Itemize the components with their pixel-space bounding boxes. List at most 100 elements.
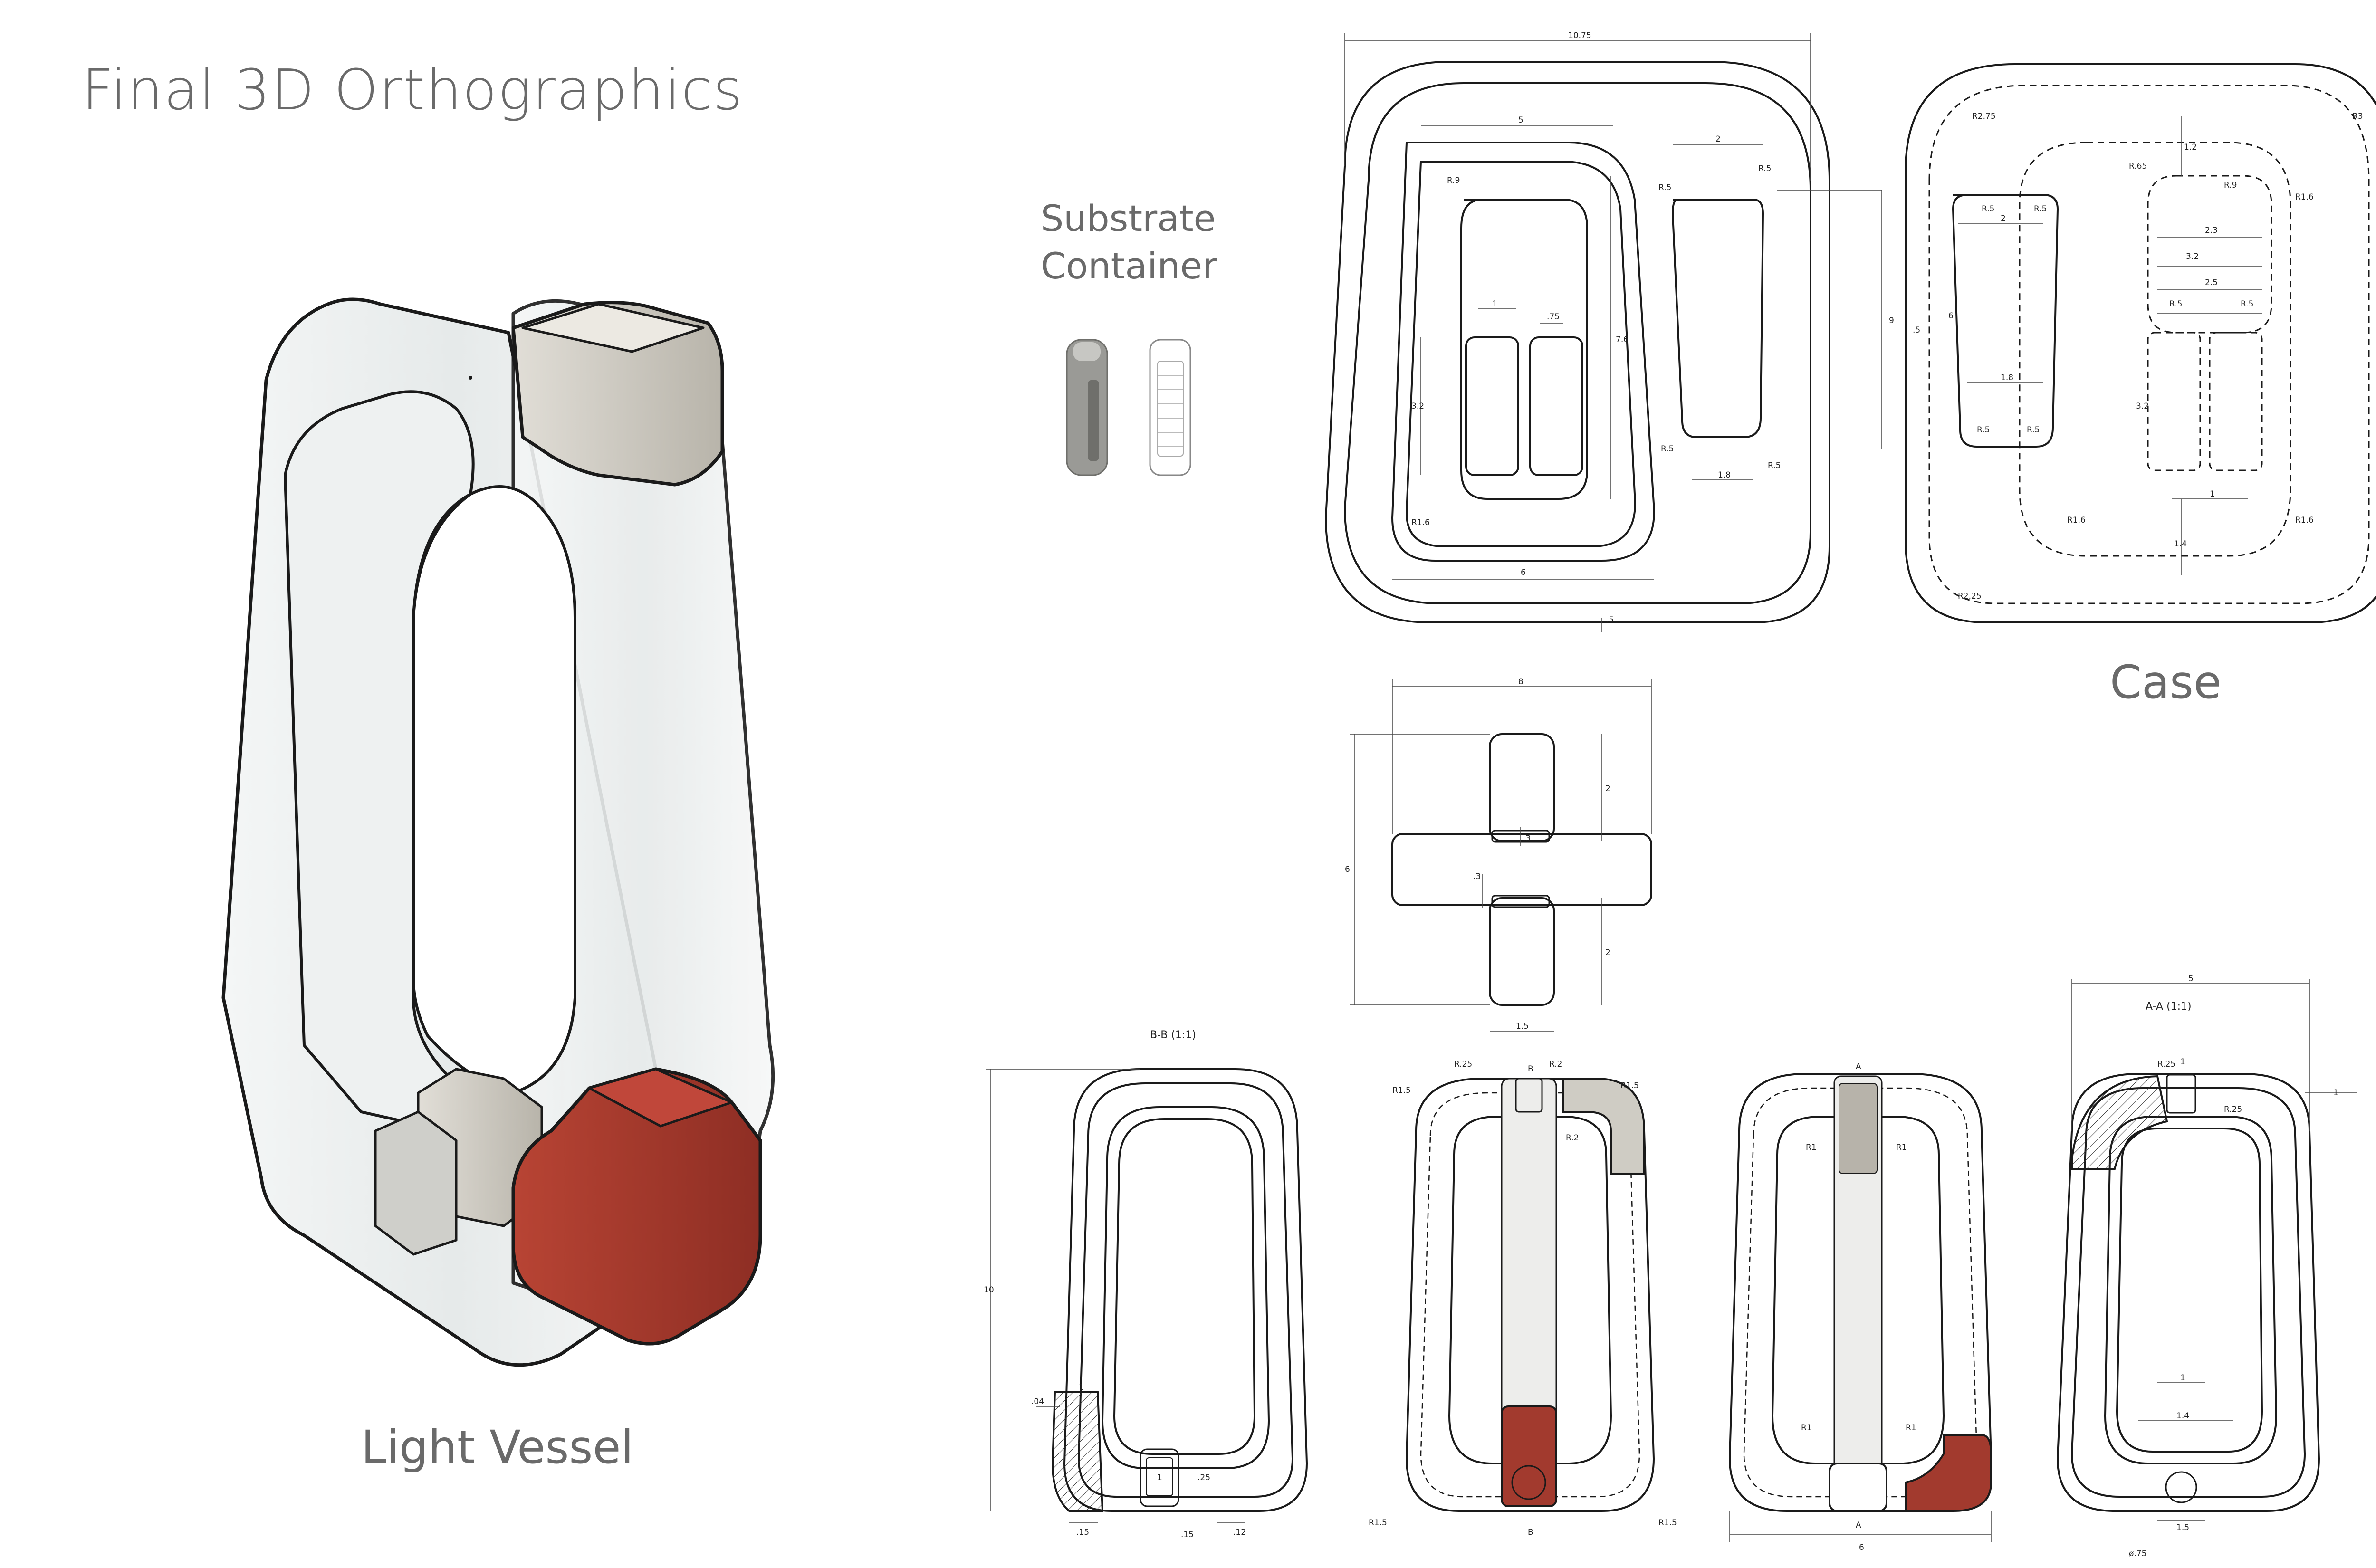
- dim-label: R.9: [2224, 181, 2237, 190]
- dim-label: R3: [2352, 112, 2363, 121]
- dim-label: 1: [2210, 489, 2215, 499]
- dim-label: 1.5: [1516, 1022, 1529, 1031]
- dim-label: R.65: [2129, 162, 2147, 171]
- view-b: [1405, 1078, 1655, 1512]
- dim-label: 3.2: [2186, 252, 2199, 261]
- dim-label: .15: [1076, 1528, 1089, 1537]
- case-top-view: [1324, 61, 1830, 623]
- dim-label: 10: [984, 1285, 994, 1295]
- view-a-dims: [1729, 1511, 1992, 1542]
- dim-label: R1: [1806, 1143, 1817, 1152]
- case-right-dims: [1910, 116, 2262, 575]
- dim-label: .3: [1523, 834, 1531, 843]
- case-top-dim-labels: 10.75 5 2 9 1 .75 7.6 3.2 R.9 R.5 R.5 R.…: [1411, 31, 1894, 625]
- dim-label: R.5: [1661, 444, 1674, 454]
- dim-label: 1.8: [1718, 470, 1731, 480]
- dim-label: R.5: [1758, 164, 1771, 173]
- dim-label: R.5: [2034, 204, 2047, 214]
- dim-label: .5: [1606, 615, 1614, 625]
- view-a: [1728, 1073, 1993, 1512]
- dim-label: 1: [2333, 1088, 2338, 1098]
- section-bb-dims: [986, 1069, 1245, 1523]
- dim-label: 1: [1157, 1473, 1162, 1482]
- section-aa-view: [2056, 1073, 2320, 1512]
- section-bb-view: [1051, 1068, 1308, 1512]
- dim-label: 2: [2001, 214, 2006, 223]
- section-bb-title: B-B (1:1): [1150, 1029, 1196, 1041]
- dim-label: 6: [1345, 865, 1350, 874]
- page-title: Final 3D Orthographics: [82, 57, 744, 123]
- dim-label: R.5: [2241, 299, 2253, 309]
- dim-label: .5: [1913, 325, 1920, 335]
- dim-label: 2: [1715, 134, 1721, 144]
- dim-label: .12: [1233, 1528, 1246, 1537]
- dim-label: ø.75: [2129, 1549, 2146, 1558]
- dim-label: 5: [1518, 115, 1523, 125]
- substrate-line-2: Container: [1041, 245, 1217, 287]
- dim-label: R1.6: [2067, 516, 2086, 525]
- dim-label: 10.75: [1568, 31, 1591, 40]
- substrate-container-label: Substrate Container: [1041, 195, 1217, 290]
- dim-label: R1.6: [2295, 192, 2314, 202]
- dim-label: 6: [1521, 568, 1526, 577]
- cross-view-dims: [1350, 679, 1652, 1032]
- dim-label: R.9: [1447, 176, 1460, 185]
- dim-label: 1: [1492, 299, 1497, 309]
- dim-label: R.5: [1977, 425, 1990, 435]
- dim-label: 2: [1605, 948, 1610, 957]
- dim-label: R.5: [1658, 183, 1671, 192]
- dim-label: 1: [2180, 1057, 2185, 1067]
- dim-label: 9: [1889, 316, 1894, 325]
- dim-label: .75: [1547, 312, 1560, 322]
- section-aa-dim-labels: 5 R.25 R.25 1 1 1 1.4 1.5 ø.75: [2129, 974, 2338, 1558]
- dim-label: 1: [1079, 1383, 1084, 1392]
- dim-label: 6: [1859, 1543, 1864, 1552]
- dim-label: 1.4: [2176, 1411, 2189, 1421]
- dim-label: R.5: [2027, 425, 2040, 435]
- view-a-dim-labels: A A R1 R1 R1 R1 6: [1801, 1062, 1916, 1552]
- section-marker-a-bottom: A: [1856, 1520, 1861, 1530]
- light-vessel-label: Light Vessel: [361, 1421, 634, 1474]
- dim-label: 3.2: [1411, 402, 1424, 411]
- dim-label: R.25: [2157, 1060, 2175, 1069]
- dim-label: 3.2: [2136, 402, 2149, 411]
- dim-label: R.5: [1768, 461, 1781, 470]
- dim-label: 2.5: [2205, 278, 2218, 287]
- dim-label: R1.5: [1392, 1086, 1411, 1095]
- view-b-dim-labels: B B R1.5 R.25 R.2 R1.5 R.2 R1.5 R1.5: [1369, 1060, 1677, 1537]
- dim-label: R1.5: [1620, 1081, 1639, 1090]
- case-top-view-dims: [1344, 33, 1882, 632]
- case-right-dim-labels: R2.75 R3 R2.25 R1.6 R1.6 R1.6 R.65 R.9 1…: [1913, 112, 2363, 601]
- dim-label: R.2: [1549, 1060, 1562, 1069]
- dim-label: 1.2: [2184, 143, 2197, 152]
- section-marker-a-top: A: [1856, 1062, 1861, 1071]
- section-bb-dim-labels: 10 .04 1 .15 .15 .12 1 .25: [984, 1285, 1246, 1539]
- dim-label: R1.6: [1411, 518, 1430, 527]
- case-label: Case: [2110, 656, 2222, 709]
- dim-label: R.25: [1454, 1060, 1472, 1069]
- dim-label: 1.5: [2176, 1523, 2189, 1532]
- dim-label: .04: [1031, 1397, 1044, 1406]
- section-marker-b-top: B: [1528, 1064, 1533, 1074]
- dim-label: R2.25: [1958, 592, 1982, 601]
- dim-label: 1: [2180, 1373, 2185, 1383]
- dim-label: R1.5: [1658, 1518, 1677, 1528]
- cross-view-dim-labels: 8 6 2 .3 .3 2 1.5: [1345, 677, 1610, 1031]
- dim-label: R.2: [1566, 1133, 1579, 1143]
- section-aa-title: A-A (1:1): [2146, 1001, 2192, 1013]
- dim-label: R1: [1906, 1423, 1916, 1433]
- cross-view: [1391, 733, 1652, 1006]
- dim-label: 8: [1518, 677, 1523, 687]
- dim-label: 5: [2188, 974, 2194, 984]
- case-right-view: [1905, 63, 2376, 623]
- dim-label: R1.6: [2295, 516, 2314, 525]
- dim-label: R.5: [2169, 299, 2182, 309]
- dim-label: 1.4: [2174, 539, 2187, 549]
- dim-label: R2.75: [1972, 112, 1996, 121]
- dim-label: 2.3: [2205, 226, 2218, 235]
- section-marker-b-bottom: B: [1528, 1528, 1533, 1537]
- dim-label: .15: [1181, 1530, 1194, 1539]
- dim-label: 2: [1605, 784, 1610, 794]
- section-aa-dims: [2071, 979, 2357, 1521]
